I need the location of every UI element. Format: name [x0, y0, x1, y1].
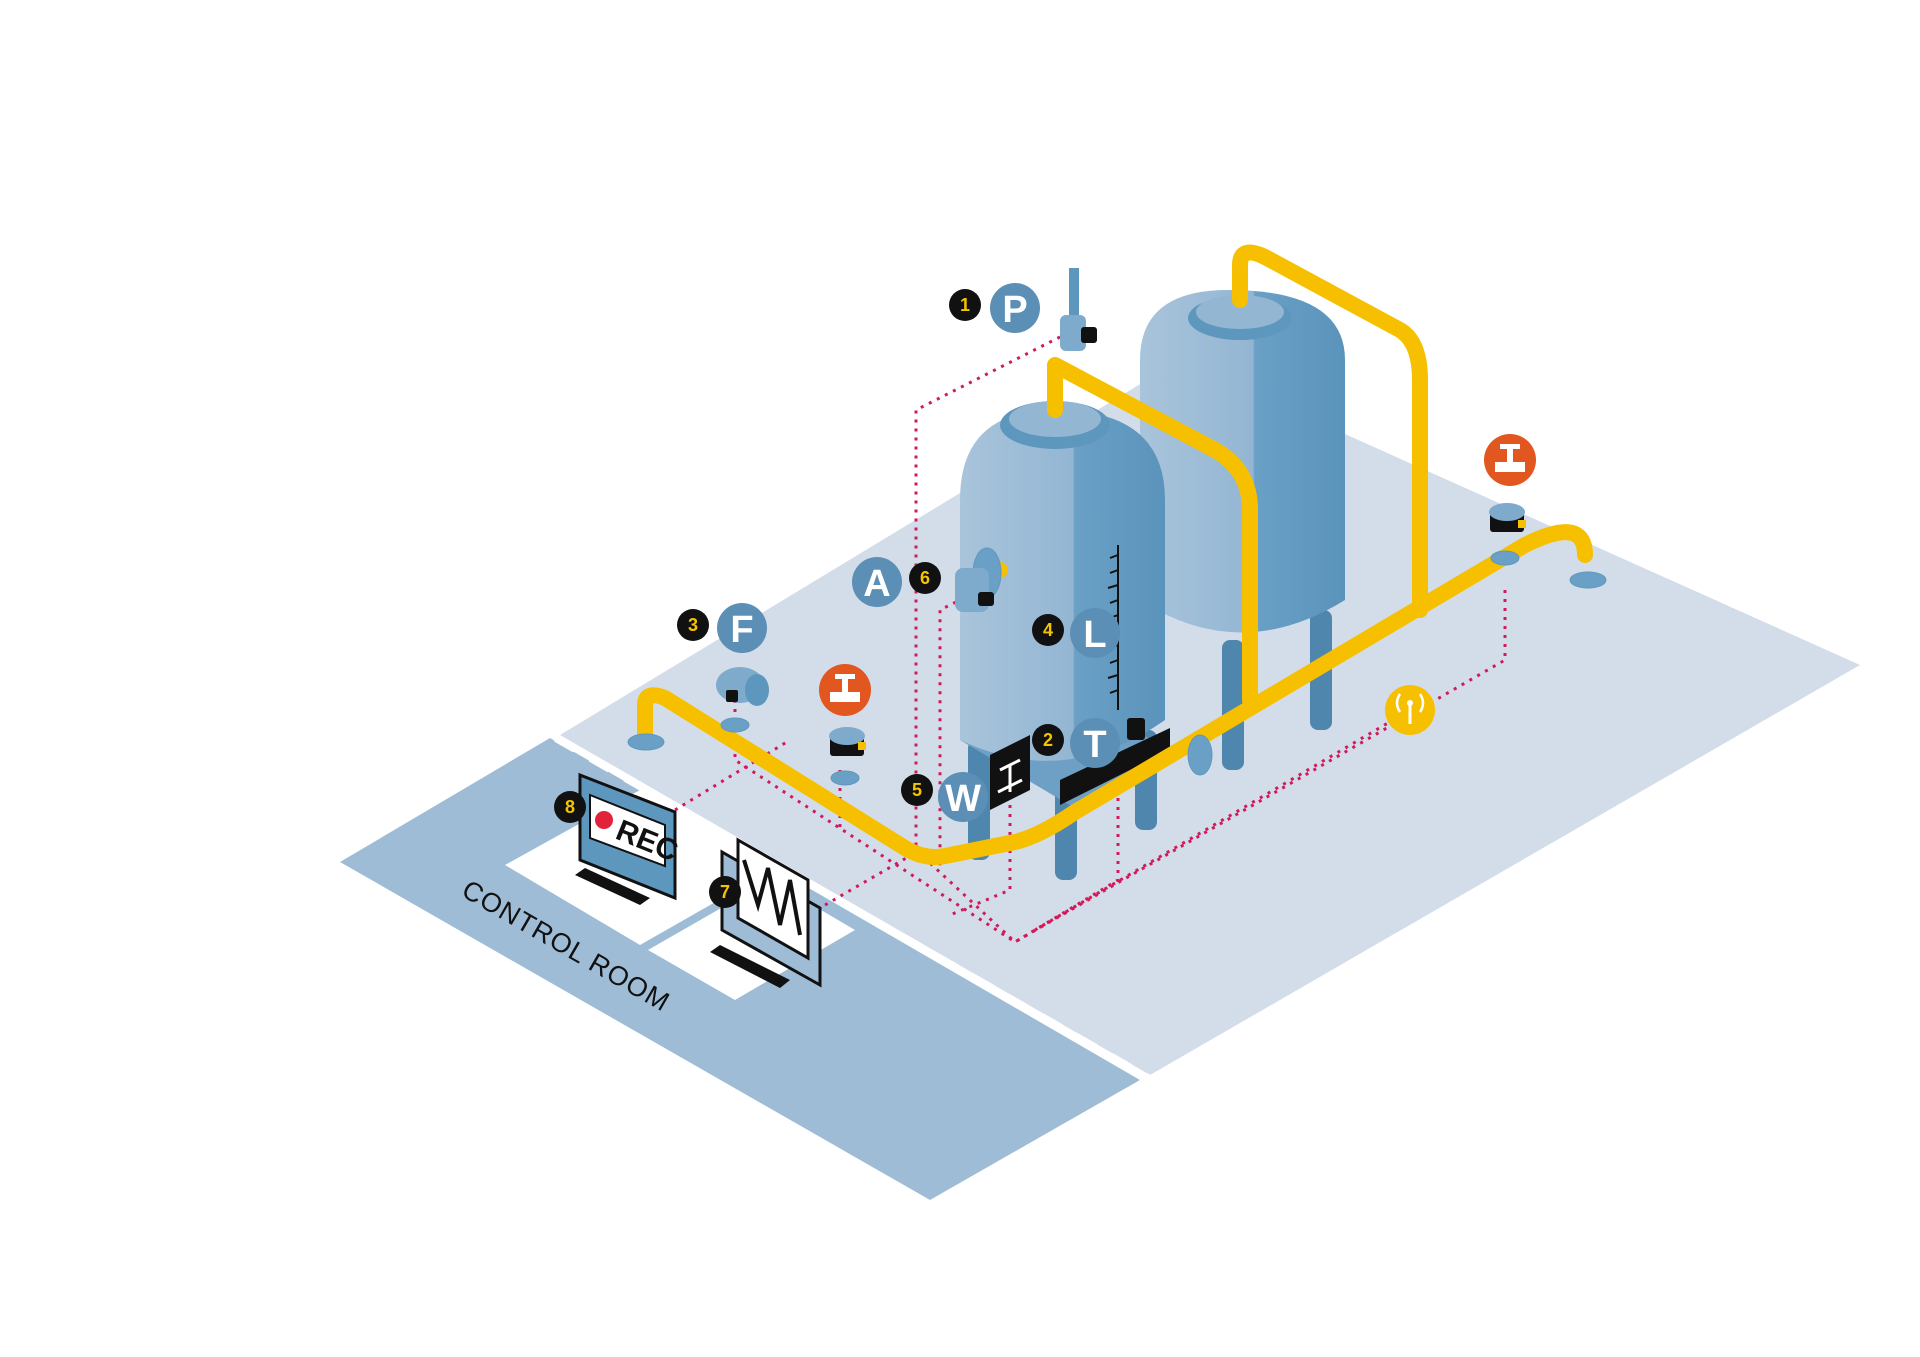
- sensor-badge-analyzer: 6 A: [852, 557, 941, 607]
- temperature-transmitter: [1127, 718, 1145, 740]
- tank-2: [1140, 290, 1345, 633]
- svg-text:T: T: [1083, 724, 1106, 766]
- record-icon: [595, 811, 613, 829]
- pressure-transmitter: [1060, 268, 1097, 351]
- svg-text:5: 5: [912, 780, 922, 800]
- sensor-badge-level: 4 L: [1032, 608, 1120, 658]
- svg-text:P: P: [1002, 289, 1027, 331]
- analyzer-sensor: [955, 568, 994, 612]
- svg-text:A: A: [863, 563, 890, 605]
- antenna-icon: [1385, 685, 1435, 735]
- sensor-badge-pressure: 1 P: [949, 283, 1040, 333]
- tank-1: [960, 401, 1165, 761]
- svg-text:4: 4: [1043, 620, 1053, 640]
- waveform-icon: [742, 859, 802, 936]
- svg-text:3: 3: [688, 615, 698, 635]
- svg-text:L: L: [1083, 614, 1106, 656]
- sensor-badge-flow: 3 F: [677, 603, 767, 653]
- scale-icon: [990, 735, 1030, 810]
- svg-text:1: 1: [960, 295, 970, 315]
- svg-text:W: W: [945, 778, 981, 820]
- svg-text:8: 8: [565, 797, 575, 817]
- floor-divider: [554, 734, 1150, 1082]
- control-valve-1: [829, 727, 866, 756]
- svg-text:2: 2: [1043, 730, 1053, 750]
- valve-icon: [1484, 434, 1536, 486]
- svg-text:7: 7: [720, 882, 730, 902]
- sensor-badge-temperature: 2 T: [1032, 718, 1120, 768]
- svg-text:6: 6: [920, 568, 930, 588]
- scale-platform-front: [1060, 728, 1170, 805]
- flow-meter: [716, 667, 769, 706]
- monitor-badge-recording: 8: [554, 791, 586, 823]
- control-valve-2: [1489, 503, 1526, 532]
- sensor-badge-weight: 5 W: [901, 772, 988, 822]
- valve-icon: [819, 664, 871, 716]
- svg-text:F: F: [730, 609, 753, 651]
- monitor-badge-trend: 7: [709, 876, 741, 908]
